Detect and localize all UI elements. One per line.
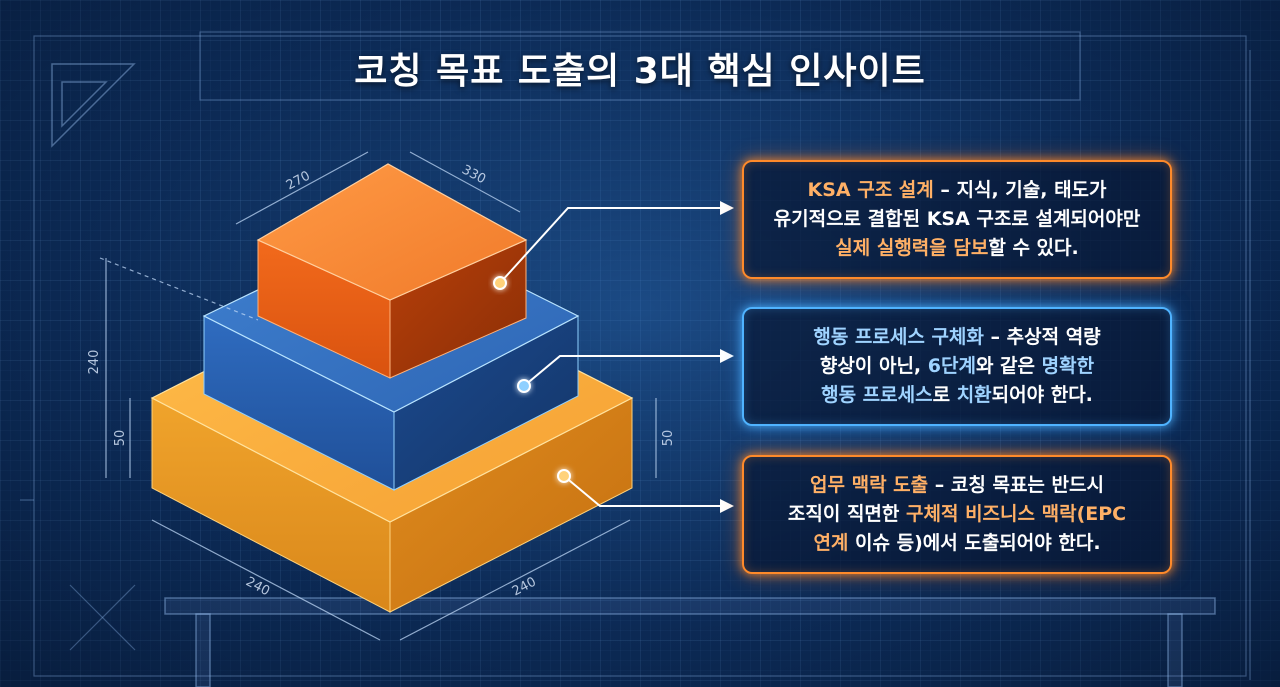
blueprint-frame — [20, 31, 1251, 680]
dim-left-base-label: 50 — [113, 430, 128, 447]
card-line: 행동 프로세스 구체화 – 추상적 역량 — [762, 323, 1152, 352]
card-line: 향상이 아닌, 6단계와 같은 명확한 — [762, 352, 1152, 381]
body-text: – 코칭 목표는 반드시 — [928, 474, 1104, 496]
connector-context — [557, 469, 734, 513]
card-line: 행동 프로세스로 치환되어야 한다. — [762, 381, 1152, 410]
highlight-text: 명확한 — [1041, 355, 1095, 377]
card-line: 조직이 직면한 구체적 비즈니스 맥락(EPC — [762, 500, 1152, 529]
dim-bottom-left-label: 240 — [243, 574, 272, 599]
body-text: – 지식, 기술, 태도가 — [933, 179, 1107, 201]
connector-ksa — [493, 201, 734, 290]
highlight-text: 실제 실행력을 담보 — [835, 237, 989, 259]
cross-mark-icon — [69, 584, 136, 651]
highlight-text: 구체적 비즈니스 맥락(EPC — [906, 503, 1127, 525]
highlight-text: 치환 — [956, 384, 992, 406]
card-line: 연계 이슈 등)에서 도출되어야 한다. — [762, 529, 1152, 558]
highlight-text: 업무 맥락 도출 — [810, 474, 929, 496]
page-title: 코칭 목표 도출의 3대 핵심 인사이트 — [354, 51, 926, 92]
dim-height-total-label: 240 — [87, 350, 102, 375]
body-text: 되어야 한다. — [991, 384, 1093, 406]
highlight-text: KSA 구조 설계 — [807, 179, 934, 201]
dimension-lines — [99, 151, 657, 641]
body-text: 조직이 직면한 — [787, 503, 907, 525]
body-text: 이슈 등)에서 도출되어야 한다. — [848, 532, 1101, 554]
card-line: KSA 구조 설계 – 지식, 기술, 태도가 — [762, 176, 1152, 205]
highlight-text: 행동 프로세스 — [821, 384, 933, 406]
triangle-ruler-icon — [51, 63, 136, 148]
body-text: 할 수 있다. — [988, 237, 1079, 259]
highlight-text: 행동 프로세스 구체화 — [813, 326, 984, 348]
i-beam-icon — [164, 597, 1216, 687]
card-line: 업무 맥락 도출 – 코칭 목표는 반드시 — [762, 471, 1152, 500]
body-text: 와 같은 — [975, 355, 1042, 377]
body-text: – 추상적 역량 — [983, 326, 1101, 348]
dim-right-base-label: 50 — [661, 430, 676, 447]
body-text: 로 — [932, 384, 957, 406]
dim-bottom-right-label: 240 — [510, 574, 539, 599]
card-line: 실제 실행력을 담보할 수 있다. — [762, 234, 1152, 263]
highlight-text: 6단계 — [927, 355, 976, 377]
body-text: 유기적으로 결합된 KSA 구조로 설계되어야만 — [773, 208, 1141, 230]
dim-top-right-label: 330 — [459, 162, 488, 187]
connector-process — [517, 349, 734, 393]
top-block-orange — [256, 163, 528, 379]
body-text: 향상이 아닌, — [819, 355, 928, 377]
highlight-text: 연계 — [813, 532, 849, 554]
card-line: 유기적으로 결합된 KSA 구조로 설계되어야만 — [762, 205, 1152, 234]
